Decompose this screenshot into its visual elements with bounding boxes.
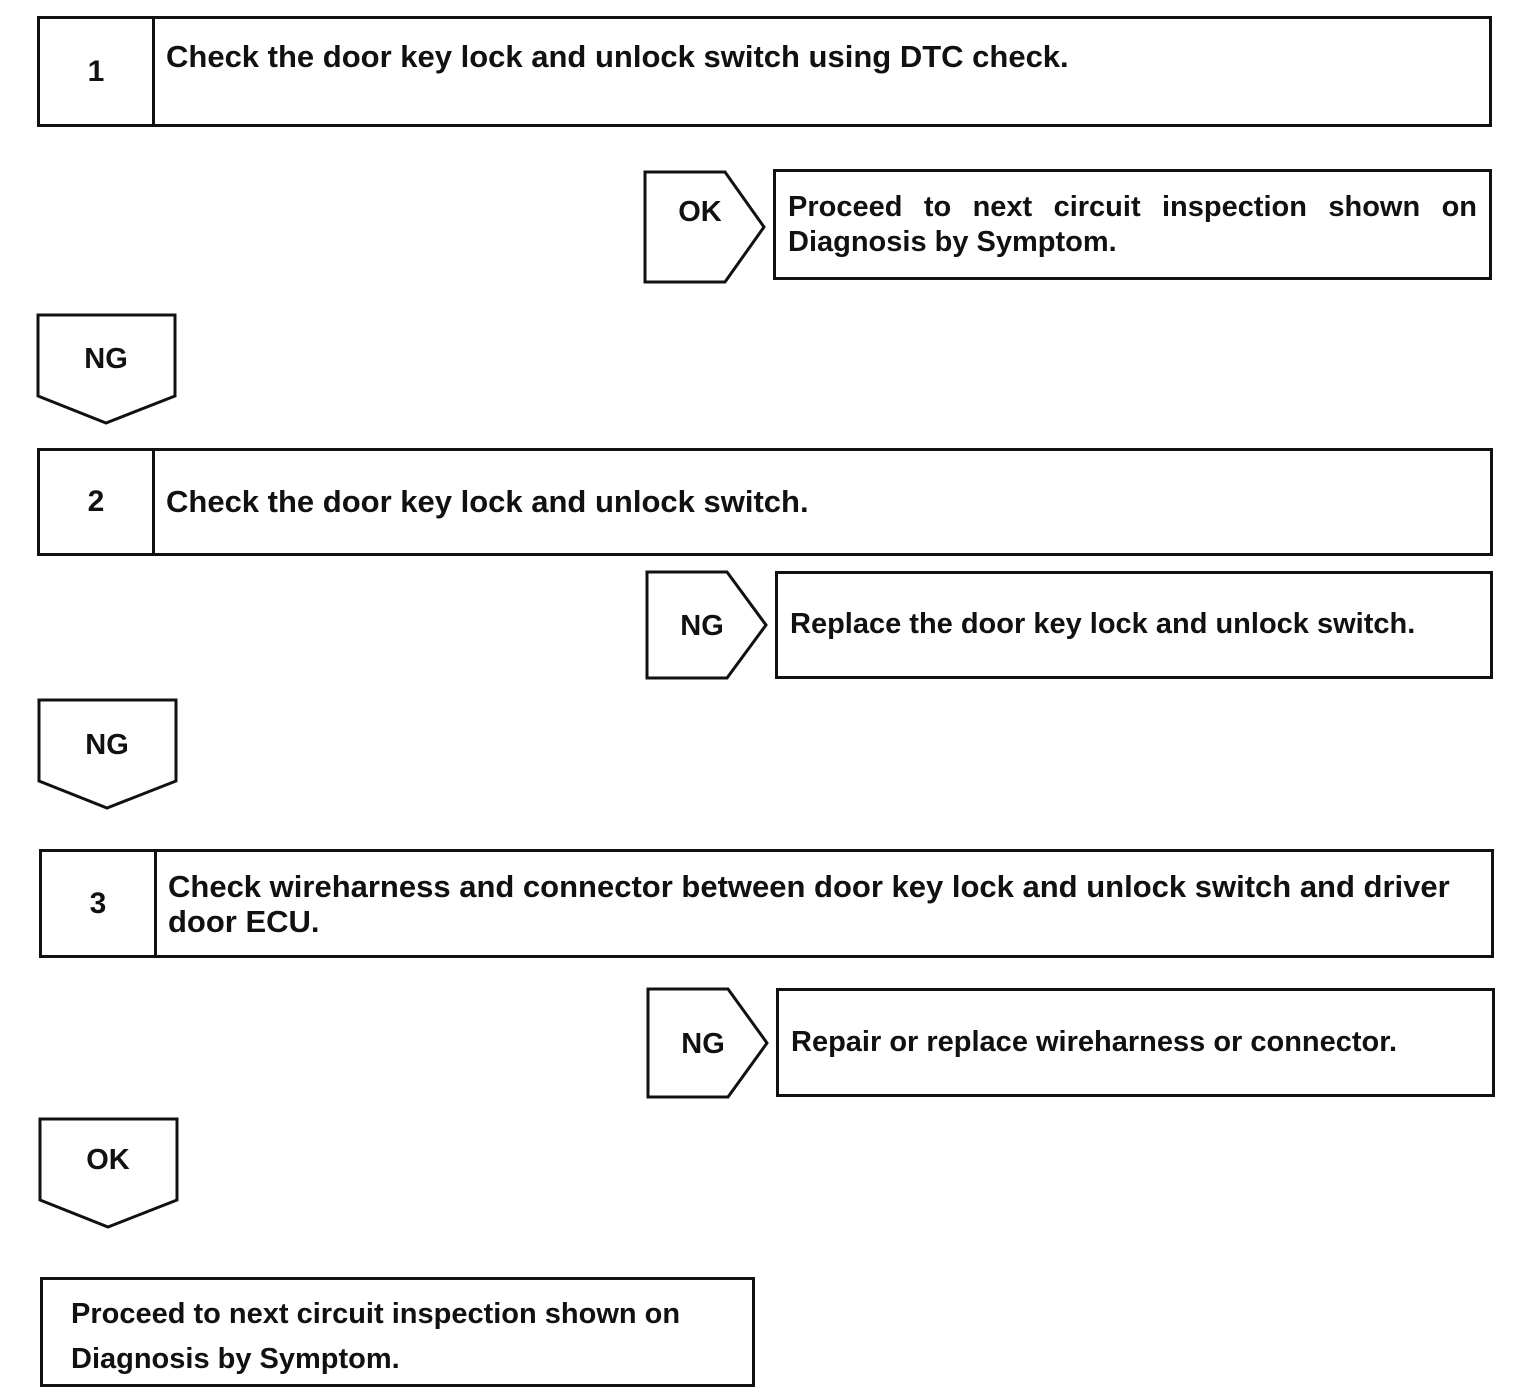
branch-1-result-text: Proceed to next circuit inspection shown…	[788, 191, 1477, 258]
step-2-number: 2	[40, 451, 155, 553]
branch-tag-3: NG	[646, 987, 769, 1099]
branch-2-result-text: Replace the door key lock and unlock swi…	[790, 608, 1416, 640]
down-tag-1: NG	[36, 313, 177, 425]
step-1-box: 1 Check the door key lock and unlock swi…	[37, 16, 1492, 127]
step-1-text: Check the door key lock and unlock switc…	[166, 39, 1069, 74]
branch-tag-1-label: OK	[678, 196, 722, 228]
branch-2-result: Replace the door key lock and unlock swi…	[775, 571, 1493, 679]
down-tag-2-label: NG	[85, 729, 129, 761]
step-2-text: Check the door key lock and unlock switc…	[166, 484, 809, 519]
branch-3-result-text: Repair or replace wireharness or connect…	[791, 1026, 1398, 1058]
branch-tag-1: OK	[643, 170, 766, 284]
final-result-text: Proceed to next circuit inspection shown…	[71, 1298, 681, 1375]
branch-tag-2-label: NG	[680, 610, 724, 642]
step-2-box: 2 Check the door key lock and unlock swi…	[37, 448, 1493, 556]
branch-3-result: Repair or replace wireharness or connect…	[776, 988, 1495, 1097]
down-tag-3-label: OK	[86, 1144, 130, 1176]
step-3-number: 3	[42, 852, 157, 955]
step-3-box: 3 Check wireharness and connector betwee…	[39, 849, 1494, 958]
down-tag-3: OK	[38, 1117, 179, 1229]
step-1-number: 1	[40, 19, 155, 124]
branch-1-result: Proceed to next circuit inspection shown…	[773, 169, 1492, 280]
step-3-text: Check wireharness and connector between …	[168, 869, 1450, 939]
final-result: Proceed to next circuit inspection shown…	[40, 1277, 755, 1387]
branch-tag-2: NG	[645, 570, 768, 680]
down-tag-1-label: NG	[84, 343, 128, 375]
branch-tag-3-label: NG	[681, 1028, 725, 1060]
down-tag-2: NG	[37, 698, 178, 810]
